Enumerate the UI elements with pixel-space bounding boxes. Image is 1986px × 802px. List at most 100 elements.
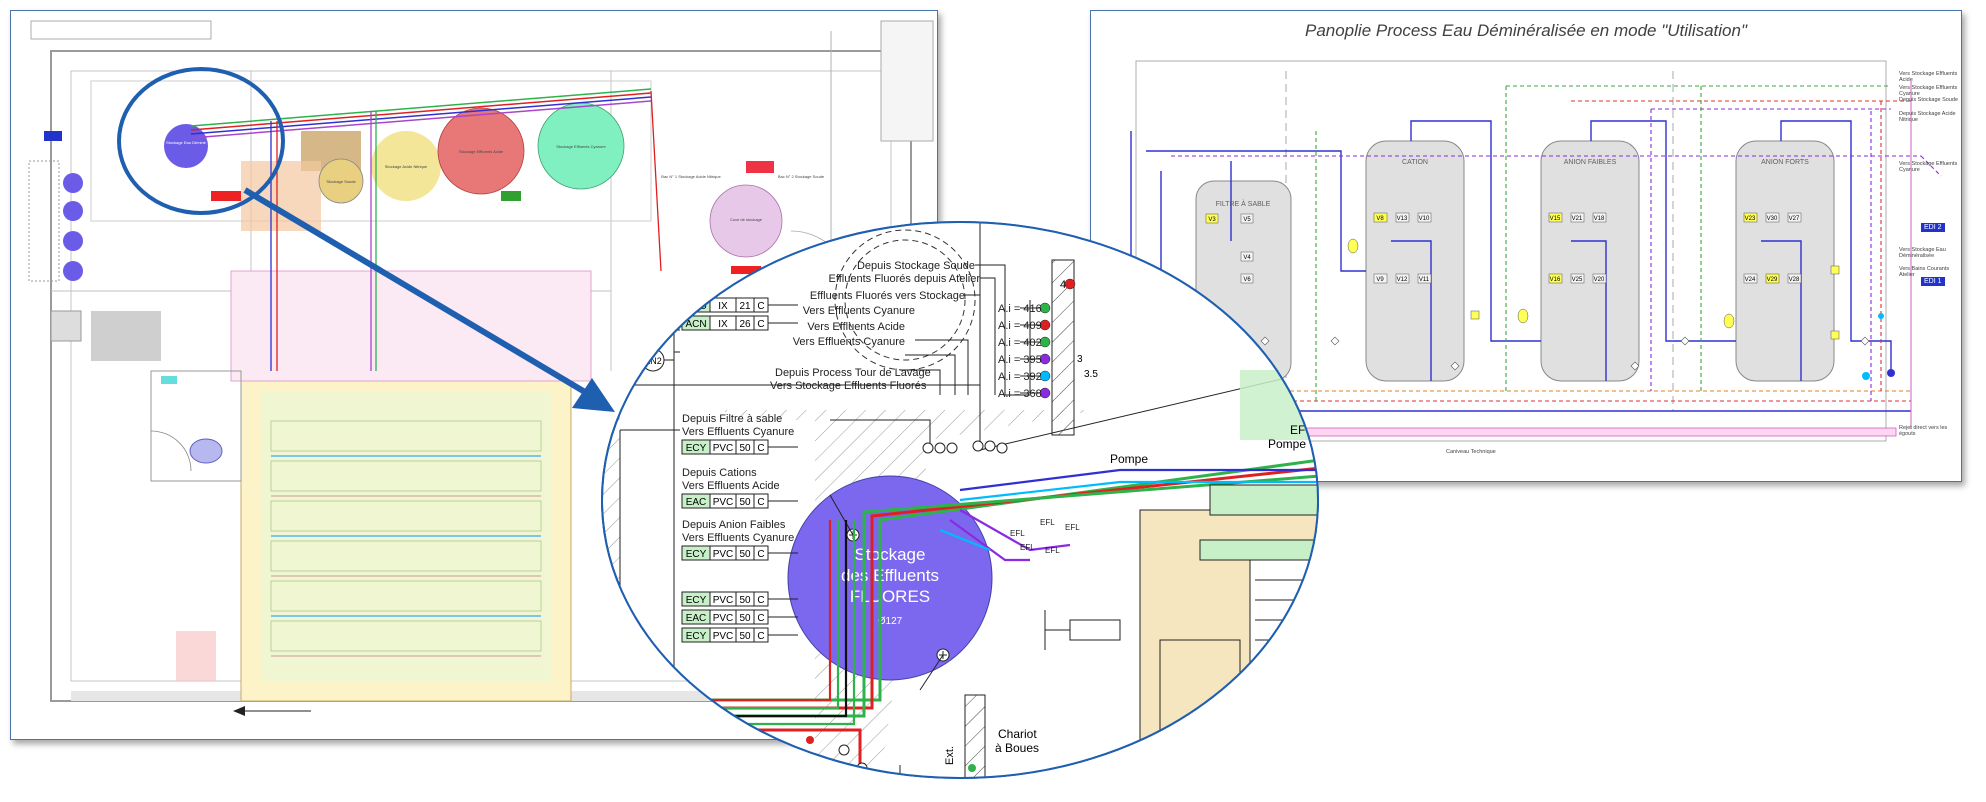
ai-label: A.i = 368: [998, 388, 1042, 400]
efl-label: EFL: [1065, 523, 1080, 532]
group-label: Vers Effluents Acide: [682, 480, 780, 492]
pipe-tag-field: PVC: [713, 443, 734, 454]
ext-label: Ext.: [944, 746, 956, 765]
valves-anion-faibles: V15 V21 V18 V16 V25 V20: [1548, 212, 1607, 284]
plan-tank1-label: Stockage Eau Déminé: [166, 140, 207, 145]
pipe-tag-field: C: [757, 549, 764, 560]
zoom-callouts: Depuis Stockage Soude Effluents Fluorés …: [793, 260, 981, 348]
pipe-tag-field: ECY: [686, 549, 707, 560]
plan-left-tanks: [63, 173, 83, 281]
pipe-tag-field: PVC: [713, 613, 734, 624]
pipe-tag-field: C: [757, 595, 764, 606]
ef-label: EF: [1290, 423, 1305, 437]
pipe-tag-field: 50: [739, 595, 751, 606]
tank-anion-forts: [1735, 140, 1835, 382]
ai-label: A.i = 395: [998, 354, 1042, 366]
plan-tank5-label: Stockage Effluents Cyanure: [556, 144, 606, 149]
valve-label: V6: [1243, 277, 1251, 283]
plan-tank1: [164, 124, 208, 168]
valve-label: V5: [1243, 217, 1251, 223]
pipe-tag-field: 50: [739, 497, 751, 508]
ai-label: A.i = 402: [998, 337, 1042, 349]
process-diagram: V3 V5 V4 V6 V8 V13 V10 V9 V12 V11 V1: [1130, 60, 1942, 442]
pipe-tag-field: PVC: [713, 631, 734, 642]
valve-label: V12: [1397, 277, 1408, 283]
depuis-process-line1: Depuis Process Tour de Lavage: [775, 367, 931, 379]
valve-label: V16: [1550, 277, 1561, 283]
callout-label: Effluents Fluorés depuis Atelier: [829, 273, 981, 285]
chariot-line1: Chariot: [998, 727, 1037, 741]
callout-label: Effluents Fluorés vers Stockage: [810, 290, 965, 302]
title-block: [880, 20, 934, 142]
valve-label: V18: [1594, 216, 1605, 222]
tank-anion-faibles: [1540, 140, 1640, 382]
valve-label: V4: [1243, 255, 1251, 261]
ai-label: A.i = 392: [998, 371, 1042, 383]
pipe-tag-field: C: [757, 497, 764, 508]
pipe-tag-field: 50: [739, 443, 751, 454]
valve-label: V23: [1745, 216, 1756, 222]
valve-label: V29: [1767, 277, 1778, 283]
ai-label: A.i = 409: [998, 320, 1042, 332]
an2-label: AN2: [644, 356, 662, 366]
outlet-label: Vers Stockage Effluents Cyanure: [1899, 85, 1958, 97]
plan-tank3: [371, 131, 441, 201]
chariot-line2: à Boues: [995, 741, 1039, 755]
callout-label: Vers Effluents Acide: [807, 321, 905, 333]
tank-cation: [1365, 140, 1465, 382]
valve-label: V13: [1397, 216, 1408, 222]
ai-labels: A.i = 416 A.i = 409 A.i = 402 A.i = 395 …: [998, 303, 1042, 400]
outlet-label: Vers Stockage Effluents Acide: [1899, 71, 1958, 83]
plan-tank3-label: Stockage Acide Nitrique: [385, 164, 428, 169]
dim-35: 3.5: [1084, 369, 1098, 380]
outlet-label: Rejet direct vers les égouts: [1899, 425, 1948, 437]
valve-label: V28: [1789, 277, 1800, 283]
valve-label: V24: [1745, 277, 1756, 283]
caniveau-label: Caniveau Technique: [1446, 449, 1496, 455]
edi2-badge: EDI 2: [1921, 223, 1945, 232]
plan-tank2-label: Stockage Soude: [326, 179, 356, 184]
tank-fluores-diameter: Ø127: [878, 616, 903, 627]
callout-label: Vers Effluents Cyanure: [803, 305, 915, 317]
valve-label: V10: [1419, 216, 1430, 222]
depuis-process: Depuis Process Tour de Lavage Vers Stock…: [770, 367, 931, 392]
group-label: Depuis Cations: [682, 467, 757, 479]
pipe-tag-field: PVC: [713, 497, 734, 508]
valve-label: V25: [1572, 277, 1583, 283]
group-label: Vers Effluents Cyanure: [682, 426, 794, 438]
tank-fluores-line2: des Effluents: [841, 566, 939, 585]
zoom-groups: Depuis Filtre à sable Vers Effluents Cya…: [682, 413, 794, 544]
tank-fluores-line3: FLUORES: [850, 587, 930, 606]
valve-label: V8: [1376, 216, 1384, 222]
valve-label: V15: [1550, 216, 1561, 222]
plan-bac2-label: Bac N° 2 Stockage Soude: [778, 174, 825, 179]
pipe-tag-field: 50: [739, 631, 751, 642]
tank-anion-forts-label: ANION FORTS: [1761, 159, 1809, 166]
tank-cation-label: CATION: [1402, 159, 1428, 166]
plan-tank6-label: Cuve de stockage: [730, 217, 763, 222]
valves-filtre: V3 V5 V4 V6: [1205, 213, 1254, 284]
valves-cation: V8 V13 V10 V9 V12 V11: [1373, 212, 1432, 284]
outlet-label: Vers Stockage Effluents Cyanure: [1899, 161, 1958, 173]
efl-label: EFL: [1010, 529, 1025, 538]
valve-label: V11: [1419, 277, 1430, 283]
zoom-callout-ellipse: [117, 67, 285, 215]
group-label: Depuis Anion Faibles: [682, 519, 786, 531]
valve-label: V20: [1594, 277, 1605, 283]
outlet-label: Depuis Stockage Acide Nitrique: [1899, 111, 1956, 123]
valve-label: V27: [1789, 216, 1800, 222]
pipe-tag-field: ECY: [686, 443, 707, 454]
pipe-tag-field: C: [757, 631, 764, 642]
outlet-label: Depuis Stockage Soude: [1899, 97, 1959, 103]
valves-anion-forts: V23 V30 V27 V24 V29 V28: [1743, 212, 1802, 284]
pipe-tag-field: EAC: [686, 613, 707, 624]
plan-tank4-label: Stockage Effluents Acide: [459, 149, 504, 154]
depuis-process-line2: Vers Stockage Effluents Fluorés: [770, 380, 927, 392]
pipe-tag-field: 26: [739, 319, 751, 330]
plan-bac1-label: Bac N° 1 Stockage Acide Nitrique: [661, 174, 721, 179]
valve-label: V21: [1572, 216, 1583, 222]
